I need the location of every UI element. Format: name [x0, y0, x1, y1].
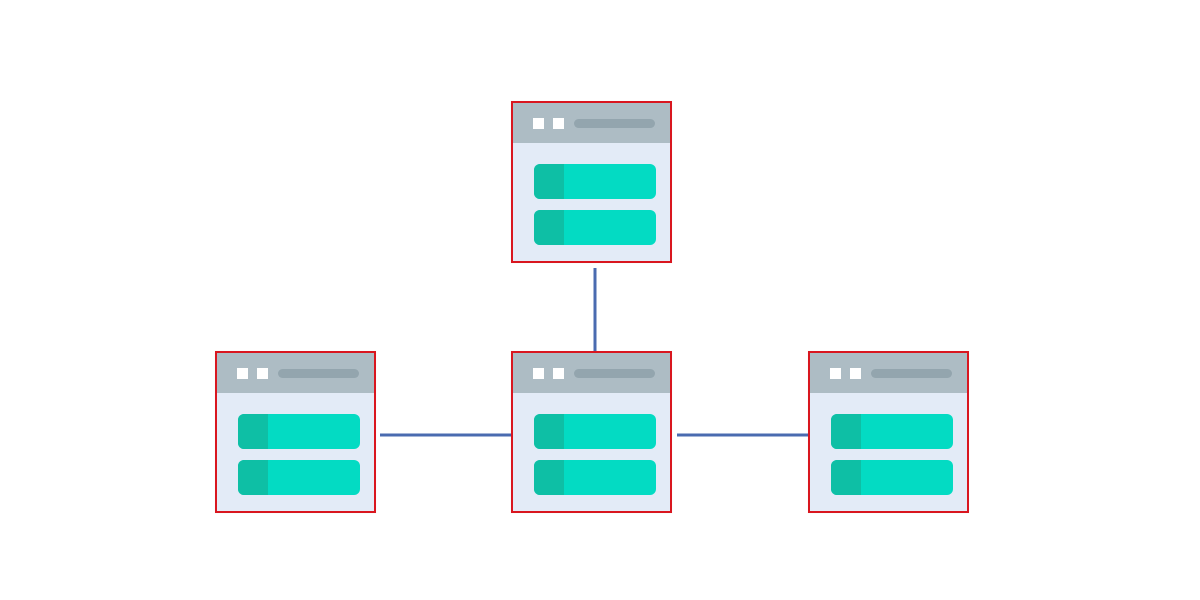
- row-tab: [238, 414, 268, 449]
- window-title-bar: [217, 353, 374, 393]
- content-row: [238, 414, 360, 449]
- browser-window-icon: [511, 101, 672, 263]
- window-button-icon: [830, 368, 841, 379]
- address-bar: [574, 119, 655, 128]
- window-button-icon: [850, 368, 861, 379]
- window-button-icon: [553, 118, 564, 129]
- content-row: [831, 414, 953, 449]
- address-bar: [574, 369, 655, 378]
- content-row: [534, 210, 656, 245]
- row-tab: [238, 460, 268, 495]
- browser-window-icon: [215, 351, 376, 513]
- content-row: [831, 460, 953, 495]
- window-title-bar: [513, 103, 670, 143]
- window-button-icon: [553, 368, 564, 379]
- row-tab: [831, 460, 861, 495]
- content-row: [534, 460, 656, 495]
- row-tab: [831, 414, 861, 449]
- window-button-icon: [237, 368, 248, 379]
- window-button-icon: [257, 368, 268, 379]
- window-button-icon: [533, 368, 544, 379]
- window-title-bar: [513, 353, 670, 393]
- content-row: [238, 460, 360, 495]
- browser-window-icon: [511, 351, 672, 513]
- content-row: [534, 164, 656, 199]
- content-row: [534, 414, 656, 449]
- window-title-bar: [810, 353, 967, 393]
- row-tab: [534, 414, 564, 449]
- row-tab: [534, 164, 564, 199]
- address-bar: [871, 369, 952, 378]
- row-tab: [534, 210, 564, 245]
- address-bar: [278, 369, 359, 378]
- window-button-icon: [533, 118, 544, 129]
- browser-window-icon: [808, 351, 969, 513]
- row-tab: [534, 460, 564, 495]
